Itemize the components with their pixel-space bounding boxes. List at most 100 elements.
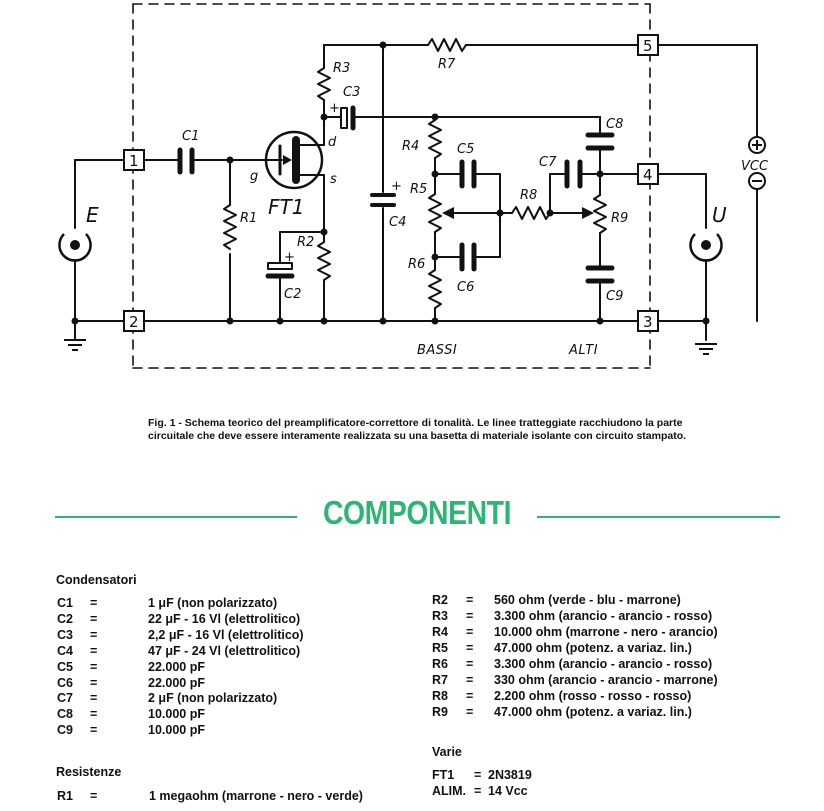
- component-ref: C1: [57, 596, 73, 610]
- label-c3: C3: [343, 85, 360, 100]
- label-c4-plus: +: [391, 179, 402, 194]
- component-eq: =: [466, 689, 474, 703]
- component-value: 10.000 pF: [148, 707, 205, 722]
- component-eq: =: [466, 641, 474, 655]
- component-eq: =: [90, 691, 98, 706]
- component-ref: C2: [57, 611, 73, 626]
- component-value: 1 megaohm (marrone - nero - verde): [149, 789, 363, 803]
- label-r9: R9: [611, 211, 628, 226]
- component-value: 2 μF (non polarizzato): [148, 691, 278, 706]
- label-c2-plus: +: [284, 250, 295, 265]
- label-c3-plus: +: [329, 101, 340, 116]
- label-drain: d: [328, 135, 337, 150]
- label-r8: R8: [520, 188, 537, 203]
- component-value: 2N3819: [488, 768, 532, 782]
- resistor-r3: [317, 67, 331, 101]
- component-eq: =: [466, 609, 474, 623]
- capacitor-c2: [265, 262, 295, 279]
- component-ref: R7: [432, 673, 448, 687]
- svg-text:5: 5: [643, 37, 653, 55]
- capacitor-c1: [177, 147, 195, 175]
- resistor-r8: [511, 206, 551, 220]
- misc-heading: Varie: [432, 745, 462, 759]
- component-eq: =: [90, 675, 98, 690]
- component-value: 560 ohm (verde - blu - marrone): [494, 593, 681, 607]
- component-eq: =: [90, 643, 98, 658]
- component-value: 47.000 ohm (potenz. a variaz. lin.): [494, 705, 692, 719]
- component-eq: =: [90, 723, 98, 738]
- capacitors-heading: Condensatori: [56, 573, 137, 587]
- label-alti: ALTI: [568, 343, 598, 358]
- component-eq: =: [90, 707, 98, 722]
- svg-text:3: 3: [643, 313, 653, 331]
- potentiometer-r5: [428, 193, 442, 233]
- vcc-plus-terminal-icon: [748, 136, 766, 154]
- component-value: 3.300 ohm (arancio - arancio - rosso): [494, 609, 713, 623]
- component-ref: ALIM.: [432, 784, 467, 798]
- component-ref: R1: [57, 789, 73, 803]
- pcb-boundary-dashed-box: [132, 3, 651, 369]
- component-value: 10.000 ohm (marrone - nero - arancio): [494, 625, 718, 639]
- fet-ft1: [264, 130, 325, 190]
- component-ref: R8: [432, 689, 448, 703]
- component-eq: =: [474, 768, 482, 782]
- component-ref: R6: [432, 657, 448, 671]
- label-ft1: FT1: [268, 195, 304, 219]
- terminal-5: 5: [637, 34, 659, 56]
- component-eq: =: [474, 784, 482, 798]
- label-bassi: BASSI: [417, 343, 457, 358]
- label-r2: R2: [297, 235, 314, 250]
- component-eq: =: [90, 627, 98, 642]
- label-output-u: U: [712, 203, 727, 227]
- component-ref: R4: [432, 625, 448, 639]
- component-eq: =: [90, 611, 98, 626]
- resistor-r6: [428, 269, 442, 309]
- vcc-minus-terminal-icon: [748, 172, 766, 190]
- label-c8: C8: [606, 117, 623, 132]
- label-c5: C5: [457, 142, 474, 157]
- component-ref: R5: [432, 641, 448, 655]
- resistor-r7: [427, 38, 467, 52]
- label-r6: R6: [408, 257, 425, 272]
- circuit-schematic: 1 2 3 4 5: [58, 3, 769, 369]
- component-eq: =: [90, 596, 98, 610]
- ground-icon: [64, 339, 86, 351]
- component-value: 1 μF (non polarizzato): [148, 596, 278, 610]
- component-value: 22.000 pF: [148, 675, 205, 690]
- label-r3: R3: [333, 61, 350, 76]
- label-gate: g: [250, 169, 258, 184]
- component-ref: FT1: [432, 768, 455, 782]
- label-r5: R5: [410, 182, 427, 197]
- component-value: 22.000 pF: [148, 659, 205, 674]
- label-c9: C9: [606, 289, 623, 304]
- svg-text:4: 4: [643, 166, 653, 184]
- components-title: COMPONENTI: [322, 494, 512, 531]
- label-r7: R7: [438, 57, 456, 72]
- component-value: 3.300 ohm (arancio - arancio - rosso): [494, 657, 713, 671]
- capacitor-c5: [459, 159, 477, 189]
- capacitor-c7: [564, 159, 583, 189]
- input-jack-icon: [58, 233, 92, 262]
- component-ref: C8: [57, 707, 73, 722]
- component-value: 14 Vcc: [488, 784, 528, 798]
- component-eq: =: [466, 705, 474, 719]
- label-c7: C7: [539, 155, 557, 170]
- component-value: 2,2 μF - 16 Vl (elettrolitico): [148, 627, 304, 642]
- component-ref: R9: [432, 705, 448, 719]
- label-c4: C4: [389, 215, 406, 230]
- resistor-r2: [317, 241, 331, 281]
- component-eq: =: [466, 625, 474, 639]
- component-value: 2.200 ohm (rosso - rosso - rosso): [494, 689, 692, 703]
- component-eq: =: [466, 673, 474, 687]
- capacitor-c8: [585, 132, 615, 151]
- component-eq: =: [466, 593, 474, 607]
- components-title-bar: COMPONENTI: [0, 492, 824, 540]
- capacitor-c3: [340, 105, 356, 131]
- component-eq: =: [90, 789, 98, 803]
- component-eq: =: [90, 659, 98, 674]
- terminal-4: 4: [637, 163, 659, 185]
- capacitor-c9: [585, 265, 615, 284]
- capacitor-c6: [459, 242, 477, 272]
- component-value: 10.000 pF: [148, 723, 205, 738]
- title-rule-left: [55, 516, 297, 518]
